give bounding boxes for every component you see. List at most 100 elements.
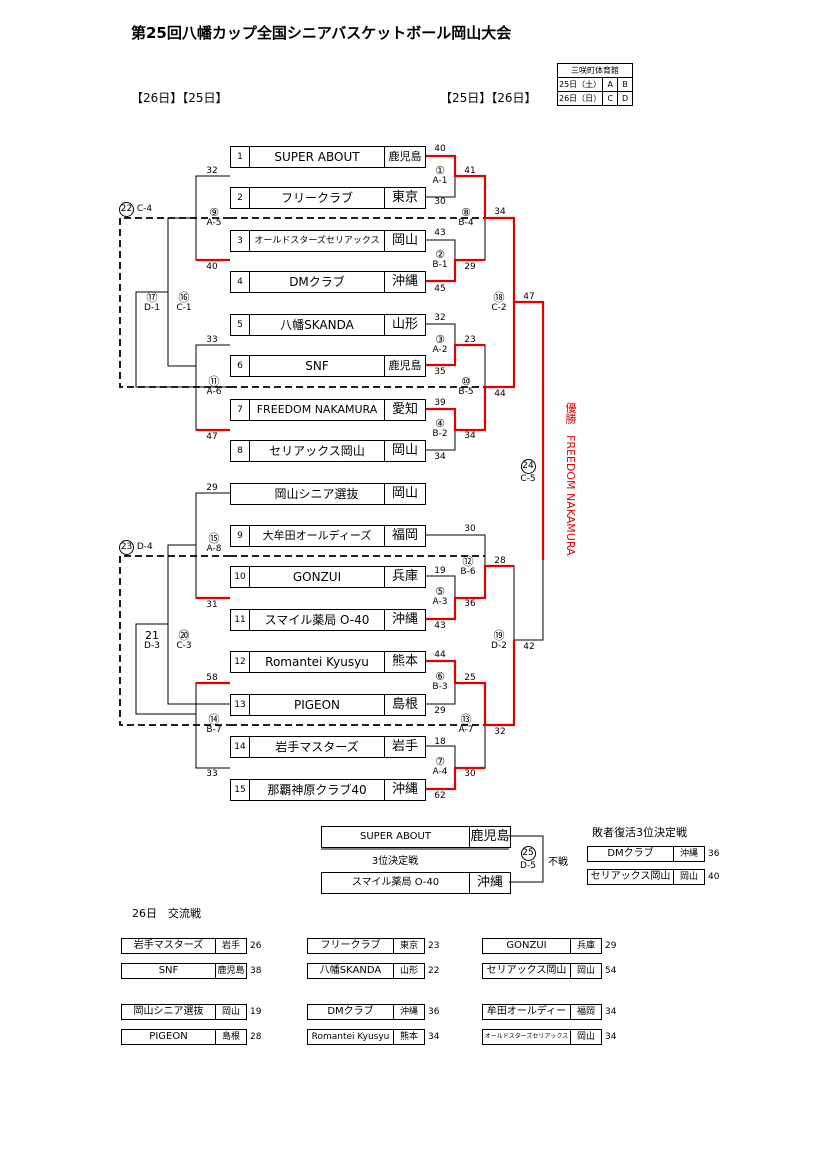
match-number: ⑤ xyxy=(435,585,445,598)
score: 19 xyxy=(434,566,446,576)
match-code: D-4 xyxy=(136,542,153,552)
score: 18 xyxy=(434,737,446,747)
consolation-title: 敗者復活3位決定戦 xyxy=(592,826,687,839)
team-name: セリアックス岡山 xyxy=(269,444,365,458)
team-name: 牟田オールディー xyxy=(483,1005,571,1019)
team-seed: 12 xyxy=(231,652,250,672)
score: 44 xyxy=(494,389,506,399)
match-code: A-3 xyxy=(432,597,448,607)
header-days-right: 【25日】【26日】 xyxy=(440,91,537,105)
team-name: 岩手マスターズ xyxy=(275,740,359,754)
team-name: オールドスターズセリアックス xyxy=(483,1030,571,1044)
team-seed: 5 xyxy=(231,315,250,335)
team-pref: 鹿児島 xyxy=(384,356,425,376)
team-pref: 岡山 xyxy=(576,1032,595,1042)
score: 29 xyxy=(206,483,218,493)
score: 29 xyxy=(464,262,476,272)
match-number: ⑰ xyxy=(146,291,158,304)
score: 43 xyxy=(434,621,446,631)
team-pref: 岡山 xyxy=(221,1007,240,1017)
consolation-team: DMクラブ沖縄 xyxy=(587,846,705,862)
match-number: ⑭ xyxy=(208,713,220,726)
team-pref: 鹿児島 xyxy=(217,966,245,976)
team-name: SUPER ABOUT xyxy=(322,827,470,847)
team-name: 大牟田オールディーズ xyxy=(262,529,372,542)
team-seed: 15 xyxy=(231,780,250,800)
match-code: B-2 xyxy=(432,429,448,439)
team-name: SNF xyxy=(122,964,216,978)
exchange-team: フリークラブ東京 xyxy=(307,938,425,954)
match-label: 22 C-4 xyxy=(119,202,152,217)
team-pref: 兵庫 xyxy=(384,567,425,587)
match-code: B-6 xyxy=(460,567,476,577)
score: 45 xyxy=(434,284,446,294)
team-name: DMクラブ xyxy=(588,847,674,861)
team-pref: 東京 xyxy=(384,188,425,208)
team-seed: 7 xyxy=(231,400,250,420)
team-name: 岡山シニア選抜 xyxy=(122,1005,216,1019)
match-number: 21 xyxy=(145,629,159,642)
match-code: B-1 xyxy=(432,260,448,270)
team-name: FREEDOM NAKAMURA xyxy=(256,403,378,416)
match-code: B-3 xyxy=(432,682,448,692)
team-pref: 岡山 xyxy=(576,966,595,976)
team-pref: 岡山 xyxy=(679,872,698,882)
match-code: D-5 xyxy=(520,861,536,871)
match-number: ⑩ xyxy=(461,375,471,388)
score: 33 xyxy=(206,769,218,779)
team-pref: 沖縄 xyxy=(384,272,425,292)
match-code: A-1 xyxy=(432,176,448,186)
score: 22 xyxy=(428,966,440,976)
team-seed: 14 xyxy=(231,737,250,757)
team-pref: 沖縄 xyxy=(384,780,425,800)
team-pref: 岡山 xyxy=(384,441,425,461)
score: 32 xyxy=(434,313,446,323)
match-code: A-8 xyxy=(206,544,222,554)
match-number: ⑯ xyxy=(178,291,190,304)
team-pref: 山形 xyxy=(384,315,425,335)
team-name: 岡山シニア選抜 xyxy=(274,487,359,501)
score: 25 xyxy=(464,673,476,683)
team-box: 岡山シニア選抜 岡山 xyxy=(230,483,426,505)
match-code: C-4 xyxy=(136,204,153,214)
match-label: 23 D-4 xyxy=(119,540,153,555)
team-seed: 1 xyxy=(231,147,250,167)
score: 36 xyxy=(708,849,720,859)
score: 23 xyxy=(428,941,440,951)
match-code: D-1 xyxy=(144,303,160,313)
exchange-team: 岩手マスターズ岩手 xyxy=(121,938,247,954)
team-pref: 岡山 xyxy=(384,484,425,504)
match-number: 22 xyxy=(119,202,134,217)
score: 34 xyxy=(434,452,446,462)
score: 39 xyxy=(434,398,446,408)
score: 32 xyxy=(206,166,218,176)
score: 34 xyxy=(494,207,506,217)
score: 40 xyxy=(434,144,446,154)
score: 34 xyxy=(464,431,476,441)
team-pref: 福岡 xyxy=(576,1007,595,1017)
match-code: C-2 xyxy=(491,303,507,313)
team-name: 八幡SKANDA xyxy=(308,964,394,978)
team-pref: 岡山 xyxy=(384,231,425,251)
match-code: D-2 xyxy=(491,641,507,651)
match-number: ⑪ xyxy=(208,375,220,388)
team-name: オールドスターズセリアックス xyxy=(254,236,380,246)
score: 34 xyxy=(605,1007,617,1017)
team-pref: 沖縄 xyxy=(476,875,503,890)
